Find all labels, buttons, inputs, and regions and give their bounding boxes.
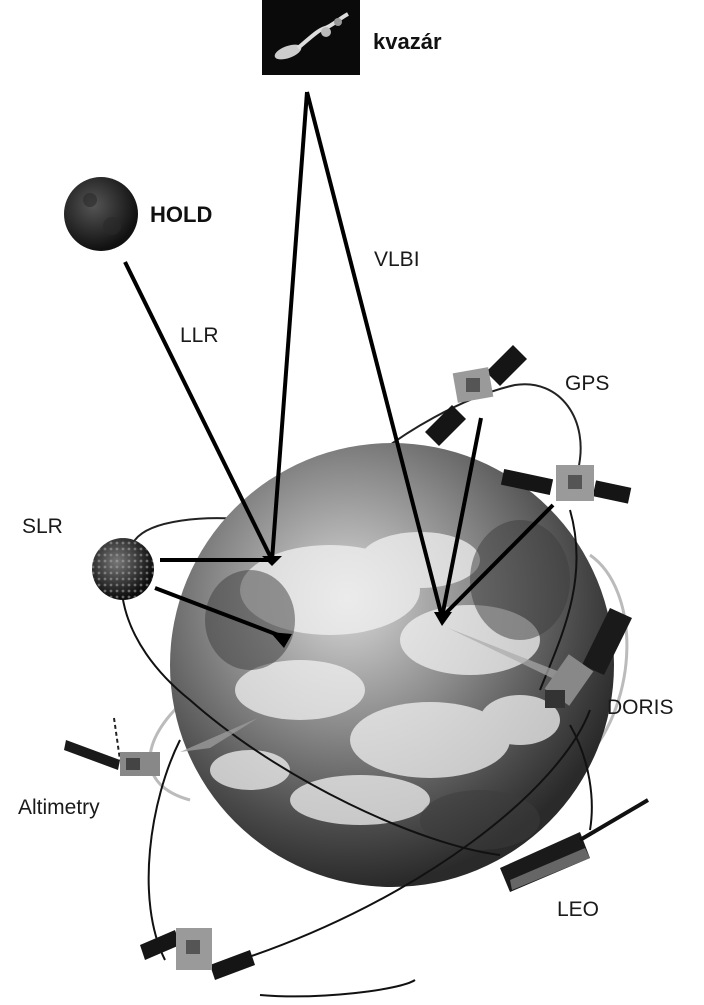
doris-label: DORIS [607, 696, 674, 719]
leo-label: LEO [557, 898, 599, 921]
earth-globe [170, 443, 614, 887]
gps-satellite-right [500, 465, 632, 504]
doris-satellite [544, 608, 632, 708]
moon-label: HOLD [150, 202, 212, 227]
doris-beam [448, 628, 560, 680]
moon-sphere [64, 177, 138, 251]
quasar-image [262, 0, 360, 75]
slr-label: SLR [22, 515, 63, 538]
altimetry-label: Altimetry [18, 796, 100, 819]
gps-line-1 [440, 417, 483, 618]
gps-label: GPS [565, 372, 609, 395]
vlbi-line-right [305, 91, 444, 618]
leo-satellite [500, 798, 650, 892]
measurement-lines [123, 91, 555, 640]
quasar-label: kvazár [373, 29, 442, 54]
slr-satellite [92, 538, 154, 600]
llr-label: LLR [180, 324, 219, 347]
measurement-arrowheads [262, 556, 452, 648]
gps-satellite-top [425, 345, 527, 446]
altimetry-beam [180, 718, 258, 752]
altimetry-satellite [64, 717, 160, 776]
orbit-bottom-satellite [140, 928, 255, 980]
vlbi-label: VLBI [374, 248, 420, 271]
llr-line [123, 261, 274, 561]
gps-line-2 [440, 503, 555, 619]
slr-line-lower [154, 586, 287, 640]
vlbi-line-left [270, 91, 309, 561]
